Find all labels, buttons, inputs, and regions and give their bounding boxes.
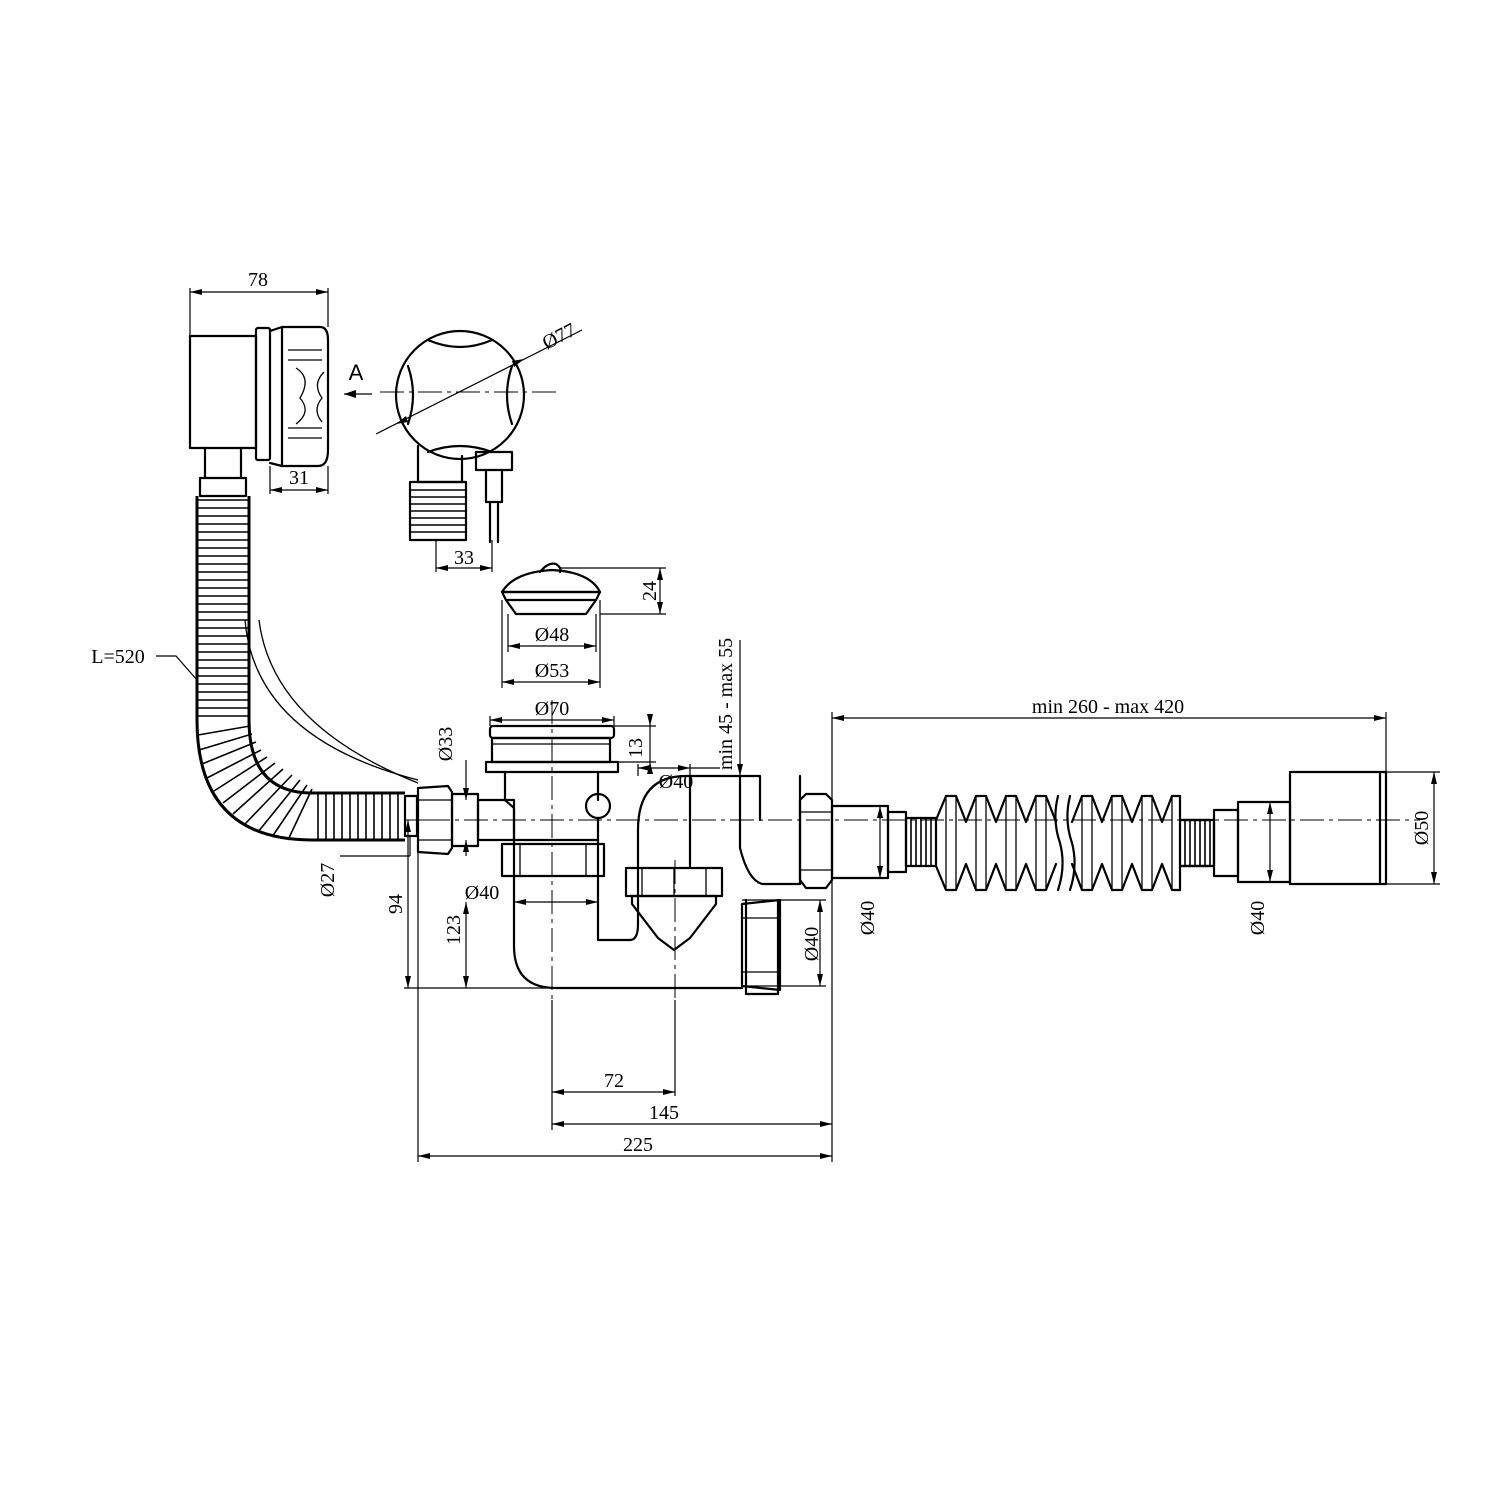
label-dia-27: Ø27 <box>317 863 339 897</box>
overflow-head-side-view <box>188 325 330 498</box>
label-view-a: A <box>349 360 364 385</box>
outlet-flex-hose <box>798 770 1388 892</box>
waste-trap-body <box>416 724 802 996</box>
label-dia-40-top: Ø40 <box>659 771 693 793</box>
label-dim-13: 13 <box>625 738 647 758</box>
center-lines <box>380 391 1420 1000</box>
label-dia-40-trap: Ø40 <box>465 882 499 904</box>
label-dia-53: Ø53 <box>535 660 569 682</box>
label-dia-40-outlet: Ø40 <box>801 927 823 961</box>
label-dia-70: Ø70 <box>535 698 569 720</box>
label-dia-40-flex-right: Ø40 <box>1247 901 1269 935</box>
label-dim-94: 94 <box>385 894 407 914</box>
label-hose-length: L=520 <box>91 646 145 668</box>
label-height-range: min 45 - max 55 <box>715 638 737 770</box>
label-dim-225: 225 <box>623 1134 653 1156</box>
plug-stopper <box>500 562 602 616</box>
label-dim-72: 72 <box>604 1070 624 1092</box>
label-dia-50: Ø50 <box>1411 811 1433 845</box>
dimension-lines <box>156 288 1440 1162</box>
label-dim-31: 31 <box>289 467 309 489</box>
dimension-labels: 78 31 A Ø77 33 24 Ø48 Ø53 L=520 Ø70 Ø33 … <box>91 269 1433 1156</box>
label-dim-24: 24 <box>639 581 661 601</box>
dimension-arrowheads <box>190 289 1437 1159</box>
label-dim-145: 145 <box>649 1102 679 1124</box>
label-dia-48: Ø48 <box>535 624 569 646</box>
label-dim-123: 123 <box>443 915 465 945</box>
overflow-head-front-view <box>394 329 526 544</box>
label-dim-33: 33 <box>454 547 474 569</box>
label-dim-78: 78 <box>248 269 268 291</box>
label-dia-40-flex-left: Ø40 <box>857 901 879 935</box>
overflow-corrugated-hose <box>195 496 419 842</box>
label-length-range: min 260 - max 420 <box>1032 696 1184 718</box>
label-dia-33: Ø33 <box>435 727 457 761</box>
